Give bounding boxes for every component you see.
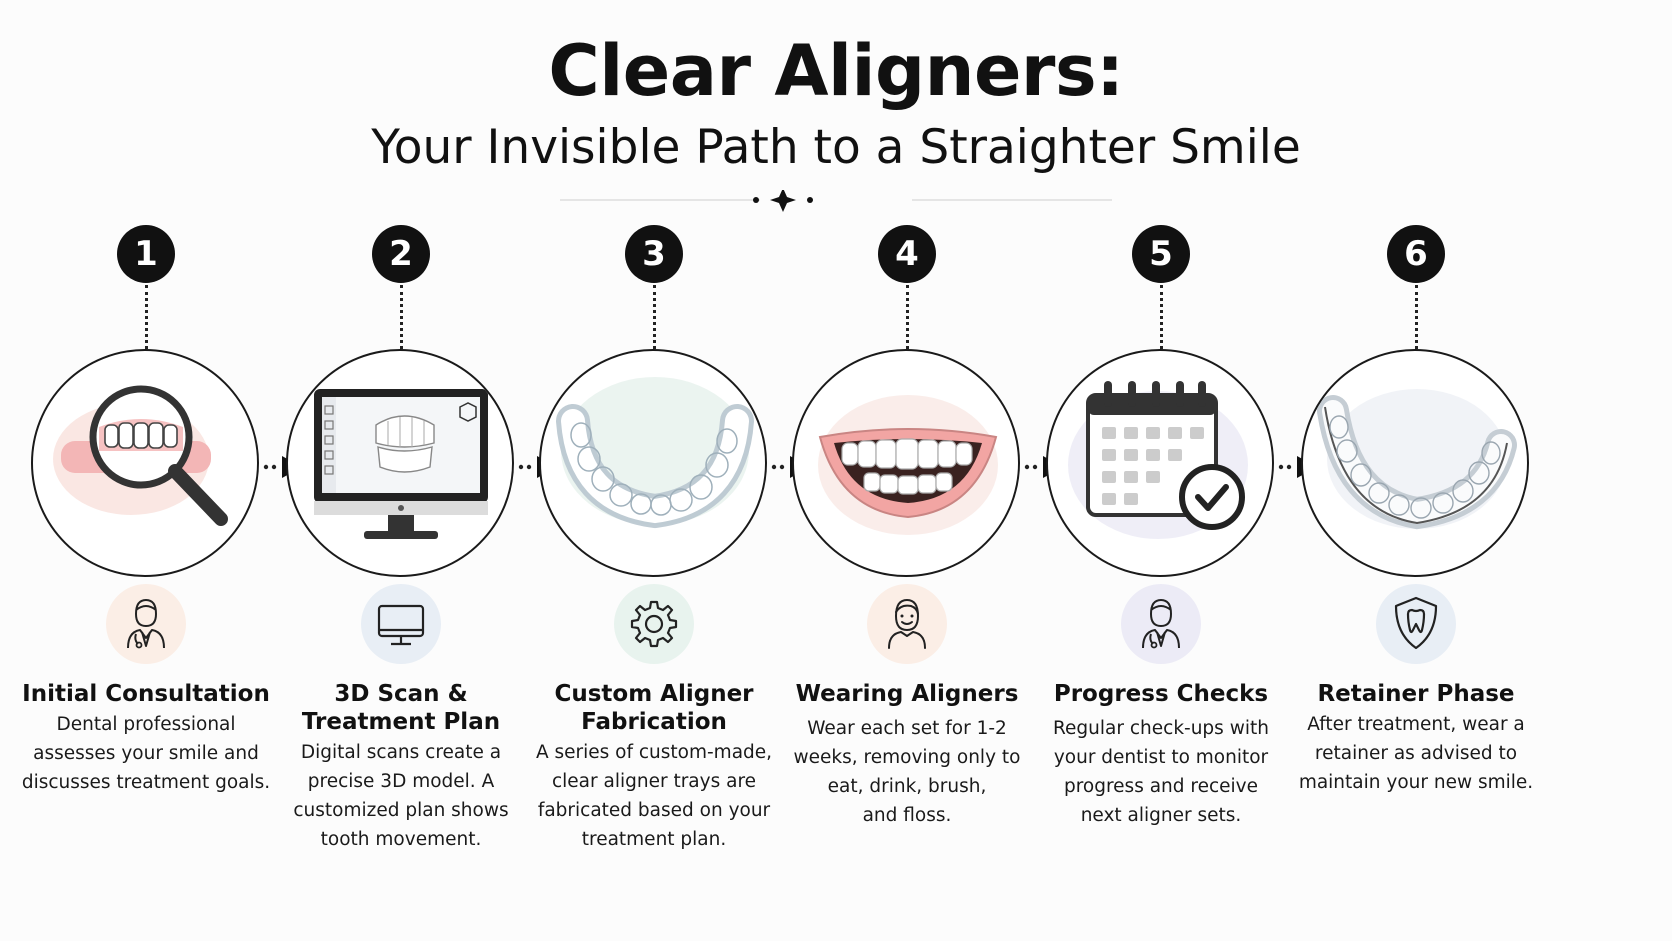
step-description-line: Digital scans create a (300, 742, 502, 763)
retainer-icon (1301, 349, 1529, 577)
step-description: Digital scans create a precise 3D model. … (271, 738, 531, 854)
step-number-badge: 4 (878, 225, 936, 283)
step-description-line: weeks, removing only to (793, 747, 1021, 768)
step-description-line: assesses your smile and (33, 743, 259, 764)
dotted-connector (1160, 285, 1163, 349)
step-description-line: and floss. (862, 805, 952, 826)
step-number-badge: 3 (625, 225, 683, 283)
smile-with-aligners-icon (792, 349, 1020, 577)
step-description-line: maintain your new smile. (1298, 772, 1534, 793)
dentist-icon (106, 584, 186, 664)
step-description-line: progress and receive (1063, 776, 1259, 797)
page-title: Clear Aligners: (548, 30, 1124, 112)
step-description-line: fabricated based on your (537, 800, 771, 821)
dentist-icon (1121, 584, 1201, 664)
title-divider (560, 190, 1112, 212)
step-title-line: Custom Aligner (554, 681, 754, 707)
sparkle-icon (770, 190, 796, 212)
step-title: Initial Consultation (6, 680, 286, 708)
tooth-shield-icon (1376, 584, 1456, 664)
step-description: A series of custom-made, clear aligner tr… (524, 738, 784, 854)
step-title-line: Retainer Phase (1317, 681, 1515, 707)
step-5: 5 (1031, 0, 1291, 941)
step-description-line: A series of custom-made, (535, 742, 773, 763)
step-description-line: treatment plan. (581, 829, 727, 850)
step-number-badge: 2 (372, 225, 430, 283)
step-description-line: Regular check-ups with (1053, 718, 1269, 739)
step-description-line: customized plan shows (293, 800, 509, 821)
person-icon (867, 584, 947, 664)
step-1: 1 Initial Consultatio (16, 0, 276, 941)
step-2: 2 (271, 0, 531, 941)
step-title-line: Wearing Aligners (795, 681, 1019, 707)
step-title-line: Treatment Plan (301, 709, 501, 735)
monitor-3d-scan-icon (286, 349, 514, 577)
step-description: Wear each set for 1-2 weeks, removing onl… (777, 714, 1037, 830)
monitor-icon (361, 584, 441, 664)
clear-aligner-tray-icon (539, 349, 767, 577)
step-number-badge: 6 (1387, 225, 1445, 283)
step-title: Progress Checks (1021, 680, 1301, 708)
dotted-connector (1415, 285, 1418, 349)
dotted-connector (906, 285, 909, 349)
gear-icon (614, 584, 694, 664)
step-description-line: eat, drink, brush, (827, 776, 987, 797)
step-description-line: tooth movement. (320, 829, 482, 850)
page-subtitle: Your Invisible Path to a Straighter Smil… (371, 120, 1301, 175)
step-description-line: Dental professional (56, 714, 236, 735)
step-description-line: next aligner sets. (1080, 805, 1242, 826)
step-description-line: precise 3D model. A (307, 771, 495, 792)
step-description-line: retainer as advised to (1314, 743, 1518, 764)
step-title: 3D Scan &Treatment Plan (261, 680, 541, 736)
step-description: Dental professional assesses your smile a… (16, 710, 276, 797)
step-title-line: 3D Scan & (334, 681, 468, 707)
step-title: Wearing Aligners (767, 680, 1047, 708)
step-title-line: Progress Checks (1053, 681, 1269, 707)
step-description: After treatment, wear a retainer as advis… (1286, 710, 1546, 797)
step-description-line: After treatment, wear a (1307, 714, 1525, 735)
calendar-check-icon (1046, 349, 1274, 577)
step-number-badge: 1 (117, 225, 175, 283)
step-description-line: clear aligner trays are (551, 771, 757, 792)
step-title-line: Initial Consultation (22, 681, 270, 707)
step-description-line: your dentist to monitor (1053, 747, 1269, 768)
dotted-connector (145, 285, 148, 349)
step-number-badge: 5 (1132, 225, 1190, 283)
step-title-line: Fabrication (581, 709, 727, 735)
step-description-line: discusses treatment goals. (21, 772, 271, 793)
magnifier-over-teeth-icon (31, 349, 259, 577)
step-description-line: Wear each set for 1-2 (807, 718, 1007, 739)
step-title: Retainer Phase (1276, 680, 1556, 708)
dotted-connector (400, 285, 403, 349)
dotted-connector (653, 285, 656, 349)
step-description: Regular check-ups with your dentist to mo… (1031, 714, 1291, 830)
